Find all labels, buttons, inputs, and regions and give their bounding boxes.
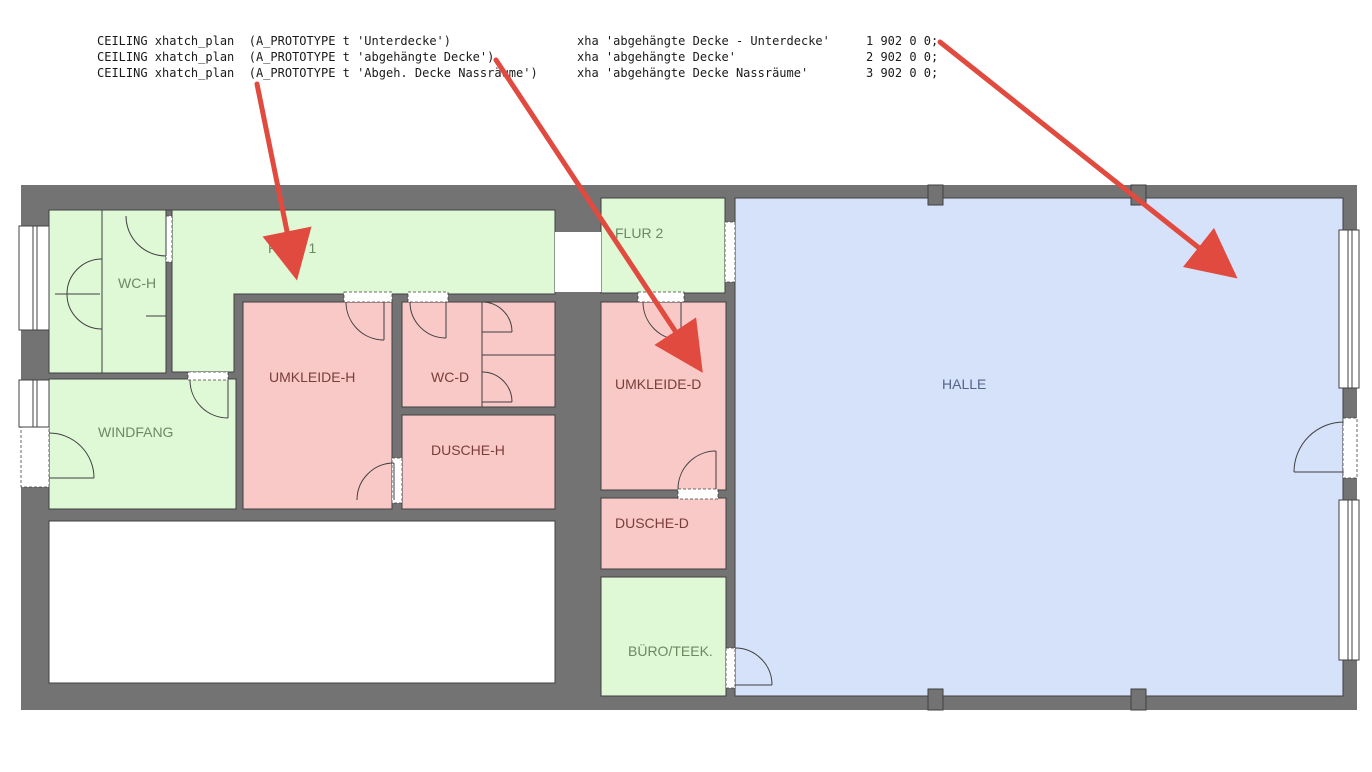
- flur-2-area: [600, 197, 726, 294]
- passage-opening: [555, 232, 601, 292]
- wc-h-area: [48, 209, 167, 374]
- room-label-wc-h: WC-H: [118, 275, 156, 291]
- room-label-umkleide-d: UMKLEIDE-D: [615, 376, 701, 392]
- dusche-h-area: [401, 414, 556, 510]
- green-zone: [48, 197, 727, 697]
- code-line-1-definition: CEILING xhatch_plan (A_PROTOTYPE t 'Unte…: [97, 34, 452, 48]
- windfang-area: [48, 378, 237, 510]
- code-line-3-hatch: xha 'abgehängte Decke Nassräume': [577, 66, 809, 80]
- room-label-umkleide-h: UMKLEIDE-H: [269, 369, 355, 385]
- annotation-arrows: [254, 39, 1238, 373]
- empty-room: [48, 520, 556, 684]
- room-label-flur-2: FLUR 2: [615, 225, 663, 241]
- umkleide-d-area: [600, 301, 727, 491]
- room-label-buero-teek: BÜRO/TEEK.: [628, 642, 713, 659]
- code-line-3-definition: CEILING xhatch_plan (A_PROTOTYPE t 'Abge…: [97, 66, 538, 80]
- buero-teek-area: [600, 576, 727, 697]
- dusche-d-area: [600, 497, 727, 570]
- code-line-2-definition: CEILING xhatch_plan (A_PROTOTYPE t 'abge…: [97, 50, 495, 64]
- room-label-halle: HALLE: [942, 376, 986, 392]
- code-line-3-params: 3 902 0 0;: [866, 66, 939, 80]
- room-label-dusche-h: DUSCHE-H: [431, 442, 505, 458]
- ceiling-code-listing: CEILING xhatch_plan (A_PROTOTYPE t 'Unte…: [0, 0, 1372, 90]
- door-openings: [20, 215, 1358, 689]
- door-swings: [48, 215, 1345, 686]
- arrow-nassraeume: [493, 57, 703, 373]
- windows: [18, 225, 1360, 661]
- code-line-1-hatch: xha 'abgehängte Decke - Unterdecke': [577, 34, 830, 48]
- code-line-2-hatch: xha 'abgehängte Decke': [577, 50, 736, 64]
- arrow-abgehaengte-decke: [937, 39, 1238, 279]
- umkleide-h-area: [242, 301, 393, 510]
- code-line-2-params: 2 902 0 0;: [866, 50, 939, 64]
- code-line-1-params: 1 902 0 0;: [866, 34, 939, 48]
- room-label-windfang: WINDFANG: [98, 424, 173, 440]
- halle-area: [734, 197, 1344, 697]
- room-label-wc-d: WC-D: [431, 369, 469, 385]
- room-label-dusche-d: DUSCHE-D: [615, 515, 689, 531]
- arrow-unterdecke: [254, 81, 312, 281]
